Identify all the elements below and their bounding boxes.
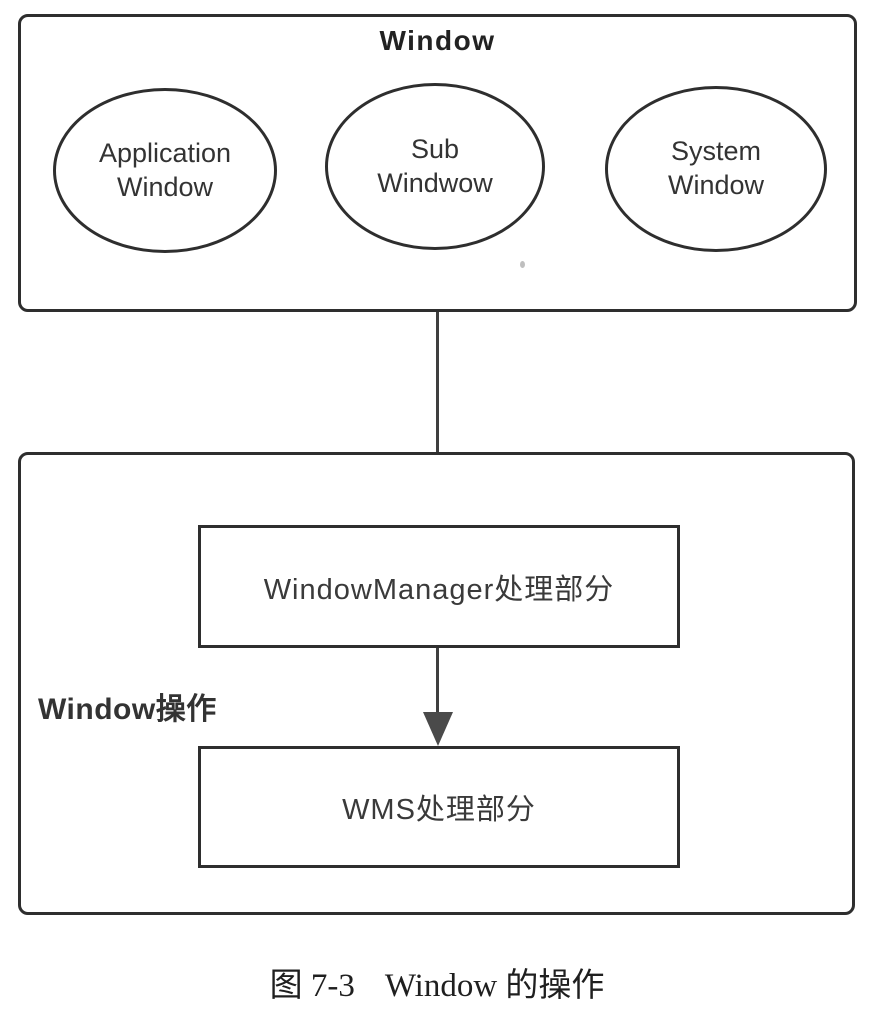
label-line-2: Window: [667, 170, 765, 200]
label-line-1: Sub: [410, 133, 460, 164]
windowmanager-process-box: WindowManager处理部分: [198, 525, 680, 648]
figure-caption-number: 图 7-3: [269, 968, 355, 1004]
windowmanager-process-label: WindowManager处理部分: [263, 573, 615, 606]
label-line-1: System: [670, 136, 762, 167]
window-group-title: Window: [379, 25, 496, 56]
arrow-down-shaft-1: [436, 312, 439, 496]
label-line-1: Application: [98, 137, 232, 168]
wms-process-label: WMS处理部分: [342, 794, 536, 826]
ellipse-sub-window: Sub Windwow: [325, 83, 545, 250]
system-window-label: System Window: [668, 135, 764, 203]
figure-caption: 图 7-3 Window 的操作: [0, 958, 874, 1006]
arrow-down-head-icon: [423, 712, 453, 746]
scan-speck: [520, 261, 525, 268]
arrow-down-shaft-2: [436, 648, 439, 714]
figure-caption-title: Window 的操作: [384, 968, 605, 1004]
ellipse-system-window: System Window: [605, 86, 827, 252]
label-line-2: Window: [116, 171, 214, 202]
label-line-2: Windwow: [377, 167, 493, 198]
application-window-label: Application Window: [99, 137, 231, 205]
sub-window-label: Sub Windwow: [377, 133, 493, 201]
ellipse-application-window: Application Window: [53, 88, 277, 253]
window-operation-label: Window操作: [38, 693, 217, 726]
wms-process-box: WMS处理部分: [198, 746, 680, 868]
